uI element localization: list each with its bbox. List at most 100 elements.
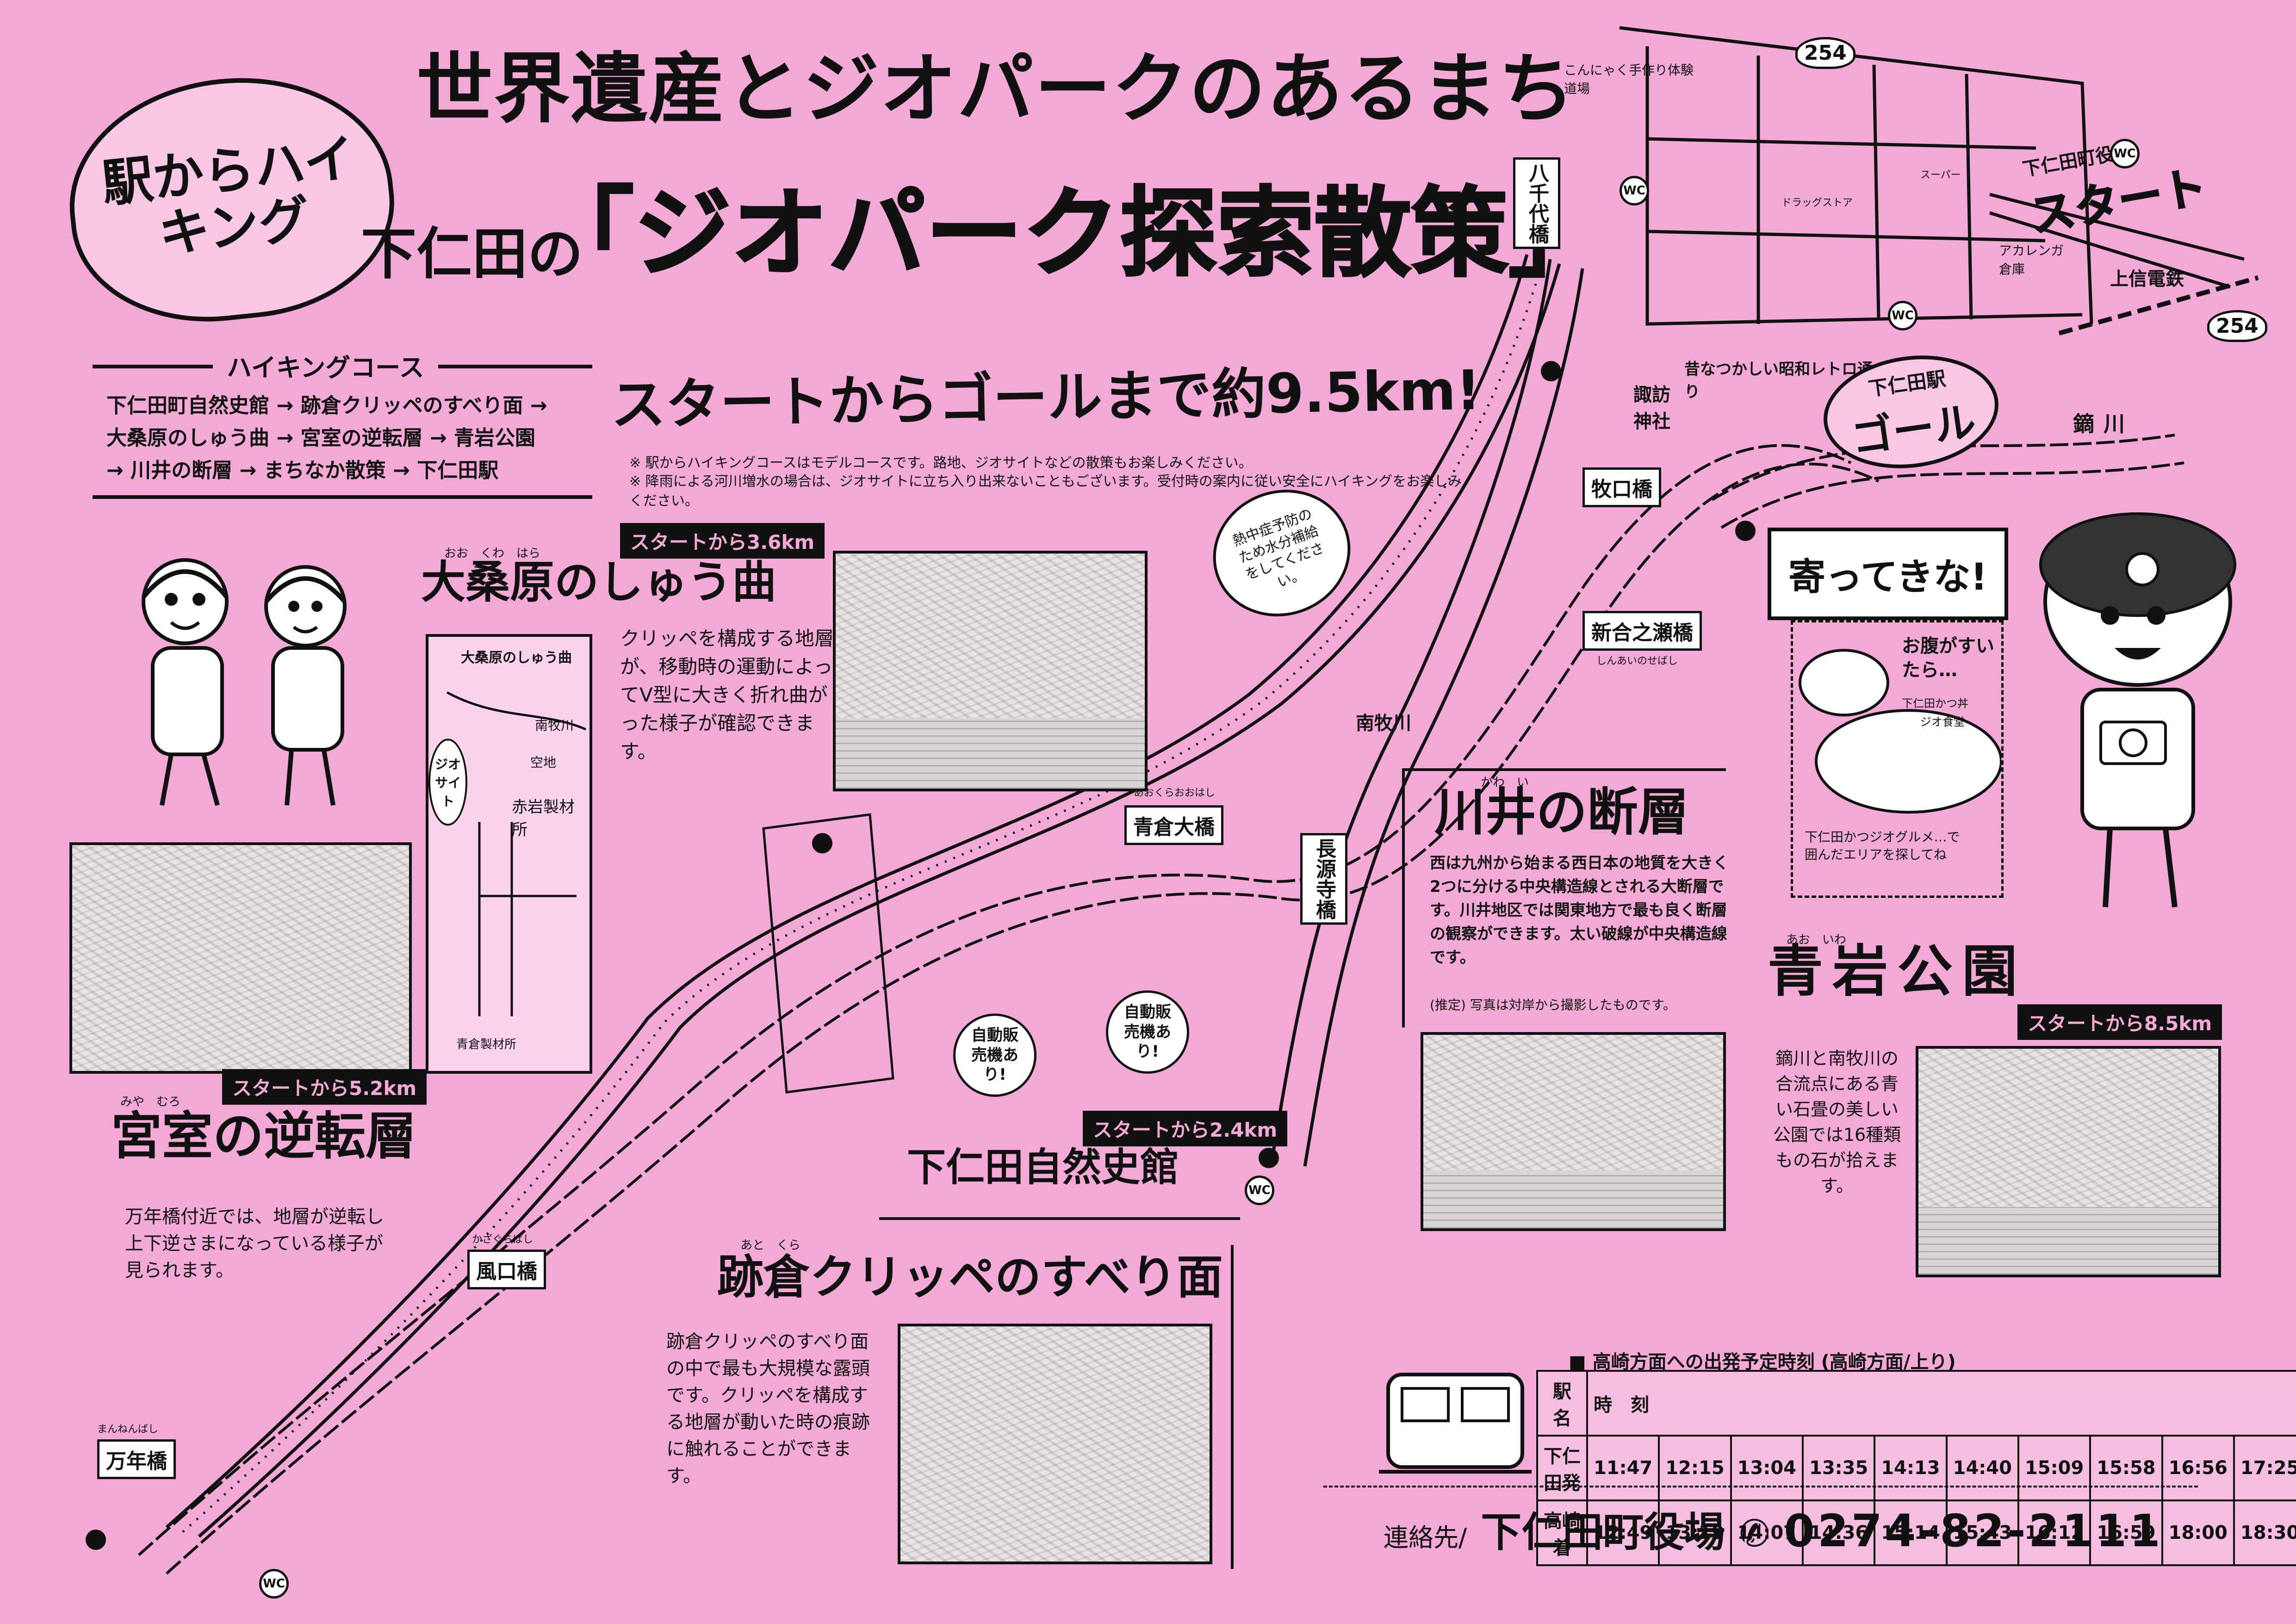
marker-miyamuro <box>86 1530 106 1550</box>
vending-text-2: 自動販売機あり! <box>1124 1003 1171 1061</box>
route254-right: 254 <box>2207 310 2267 342</box>
course-heading: ハイキングコース <box>213 347 438 384</box>
bridge-yachiyo: 八千代橋 <box>1513 157 1560 249</box>
wc-icon-2: WC <box>1888 301 1917 330</box>
vending-callout-2: 自動販売機あり! <box>1106 990 1189 1074</box>
course-box: ハイキングコース 下仁田町自然史館 → 跡倉クリッペのすべり面 → 大桑原のしゅ… <box>93 338 592 509</box>
label-suwa-shrine: 諏訪神社 <box>1633 384 1670 432</box>
time-cell: 12:15 <box>1658 1435 1732 1501</box>
atokura-desc: 跡倉クリッペのすべり面の中で最も大規模な露頭です。クリッペを構成する地層が動いた… <box>666 1331 870 1487</box>
vending-callout-1: 自動販売機あり! <box>953 1014 1036 1097</box>
time-cell: 16:59 <box>2089 1500 2163 1566</box>
miyamuro-photo <box>69 842 412 1074</box>
inset-factory1: 赤岩製材所 <box>512 798 575 839</box>
time-cell: 14:36 <box>1801 1500 1876 1566</box>
atokura-photo <box>898 1324 1212 1564</box>
contact-name: 下仁田町役場 <box>1481 1508 1725 1556</box>
kazaguchi-ruby: かざぐちばし <box>472 1234 534 1245</box>
marker-museum <box>1259 1148 1279 1168</box>
kawai-title: 川井の断層 <box>1434 783 1689 842</box>
kawai-photo <box>1421 1032 1726 1231</box>
aoiwa-desc: 鏑川と南牧川の合流点にある青い石畳の美しい公園では16種類もの石が拾えます。 <box>1773 1048 1901 1196</box>
kawai-frame <box>1402 768 1405 1027</box>
note-1: ※ 駅からハイキングコースはモデルコースです。路地、ジオサイトなどの散策もお楽し… <box>629 455 1253 471</box>
food-frame <box>1791 620 2004 898</box>
contact-rule <box>1323 1486 2198 1487</box>
okuwabara-ruby: おお くわ はら <box>444 547 541 560</box>
water-tip-text: 熱中症予防のため水分補給をしてください。 <box>1230 505 1327 591</box>
okuwabara-title: 大桑原のしゅう曲 <box>421 556 776 608</box>
bridge-makiguchi: 牧口橋 <box>1582 467 1661 507</box>
time-cell: 15:43 <box>1945 1500 2019 1566</box>
label-jyoshin-line: 上信電鉄 <box>2110 268 2184 290</box>
col-time: 時 刻 <box>1586 1370 2296 1437</box>
contact-label: 連絡先/ <box>1384 1523 1467 1552</box>
bridge-shinaise: 新合之瀬橋 <box>1582 611 1702 651</box>
time-cell: 13:35 <box>1801 1435 1876 1501</box>
time-cell: 16:56 <box>2161 1435 2235 1501</box>
atokura-rule <box>1231 1245 1234 1569</box>
row-station: 高崎着 <box>1536 1500 1588 1566</box>
wc-icon-3: WC <box>2110 139 2140 168</box>
atokura-title: 跡倉クリッペのすべり面 <box>717 1250 1223 1304</box>
aoiwa-title: 青岩公園 <box>1768 940 2027 1004</box>
time-cell: 12:49 <box>1586 1500 1660 1566</box>
course-line-1: 下仁田町自然史館 → 跡倉クリッペのすべり面 → <box>106 394 547 417</box>
col-station: 駅 名 <box>1536 1370 1590 1437</box>
label-kabura-river: 鏑川 <box>2073 411 2134 436</box>
time-cell: 15:09 <box>2017 1435 2091 1501</box>
wc-icon-1: WC <box>1620 176 1649 205</box>
okuwabara-inset-map: 大桑原のしゅう曲 南牧川 ジオサイト 空地 赤岩製材所 青倉製材所 <box>426 634 592 1074</box>
jiogourmet-label: ジオ食堂 <box>1920 716 1965 728</box>
label-drugstore: ドラッグストア <box>1781 197 1853 209</box>
kawai-note: (推定) 写真は対岸から撮影したものです。 <box>1430 997 1676 1013</box>
inset-geosite: ジオサイト <box>428 739 467 826</box>
timetable-heading: ■ 高崎方面への出発予定時刻 (高崎方面/上り) <box>1569 1351 1956 1373</box>
museum-title: 下仁田自然史館 <box>907 1145 1179 1190</box>
kawai-desc: 西は九州から始まる西日本の地質を大きく2つに分ける中央構造線とされる大断層です。… <box>1430 854 1729 967</box>
time-cell: 17:25 <box>2233 1435 2296 1501</box>
title-line1: 世界遺産とジオパークのあるまち <box>416 44 1576 133</box>
bridge-aokura: 青倉大橋 <box>1124 805 1223 845</box>
katsudon-label: 下仁田かつ丼 <box>1902 697 1968 710</box>
course-rule-bottom <box>93 495 592 499</box>
time-cell: 11:47 <box>1586 1435 1660 1501</box>
contact: 連絡先/ 下仁田町役場 ✆ 0274-82-2111 <box>1384 1500 2163 1558</box>
time-cell: 18:00 <box>2161 1500 2235 1566</box>
title-prefix: 下仁田の <box>361 222 583 286</box>
table-row: 下仁田発 11:47 12:15 13:04 13:35 14:13 14:40… <box>1536 1435 2296 1501</box>
miyamuro-distance: スタートから5.2km <box>222 1069 427 1105</box>
okuwabara-desc: クリッペを構成する地層が、移動時の運動によってV型に大きく折れ曲がった様子が確認… <box>620 627 834 763</box>
time-cell: 14:07 <box>1730 1500 1804 1566</box>
miyamuro-title: 宮室の逆転層 <box>111 1107 416 1166</box>
mascot-illustration <box>2036 509 2244 926</box>
marker-okuwabara <box>812 833 832 853</box>
vending-text-1: 自動販売機あり! <box>971 1026 1018 1084</box>
label-konnyaku: こんにゃく手作り体験道場 <box>1564 62 1694 96</box>
gourmet-note: 下仁田かつジオグルメ…で囲んだエリアを探してね <box>1805 829 1960 862</box>
course-line-3: → 川井の断層 → まちなか散策 → 下仁田駅 <box>106 459 499 482</box>
train-illustration <box>1379 1361 1532 1481</box>
inset-factory2: 青倉製材所 <box>456 1038 517 1052</box>
bridge-kazaguchi: 風口橋 <box>467 1250 546 1289</box>
note-2: ※ 降雨による河川増水の場合は、ジオサイトに立ち入り出来ないこともございます。受… <box>629 473 1462 509</box>
museum-rule <box>879 1217 1240 1220</box>
miyamuro-ruby: みや むろ <box>120 1095 181 1109</box>
wc-icon-4: WC <box>1245 1176 1274 1205</box>
label-super: スーパー <box>1920 169 1961 181</box>
inset-title: 大桑原のしゅう曲 <box>461 650 572 666</box>
museum-distance: スタートから2.4km <box>1083 1111 1288 1146</box>
marker-kawai <box>1735 521 1756 541</box>
bridge-mannen: 万年橋 <box>97 1439 176 1479</box>
miyamuro-desc: 万年橋付近では、地層が逆転し上下逆さまになっている様子が見られます。 <box>125 1206 384 1281</box>
time-cell: 14:40 <box>1945 1435 2019 1501</box>
time-cell: 14:13 <box>1874 1435 1948 1501</box>
bridge-chogenji: 長源寺橋 <box>1300 833 1347 925</box>
timetable: 駅 名 時 刻 下仁田発 11:47 12:15 13:04 13:35 14:… <box>1536 1370 2296 1566</box>
title-main: 「ジオパーク探索散策」 <box>536 177 1607 290</box>
time-cell: 13:04 <box>1730 1435 1804 1501</box>
kawai-ruby: かわ い <box>1481 776 1529 790</box>
aoiwa-distance: スタートから8.5km <box>2017 1004 2222 1040</box>
shinaise-ruby: しんあいのせばし <box>1596 655 1678 667</box>
